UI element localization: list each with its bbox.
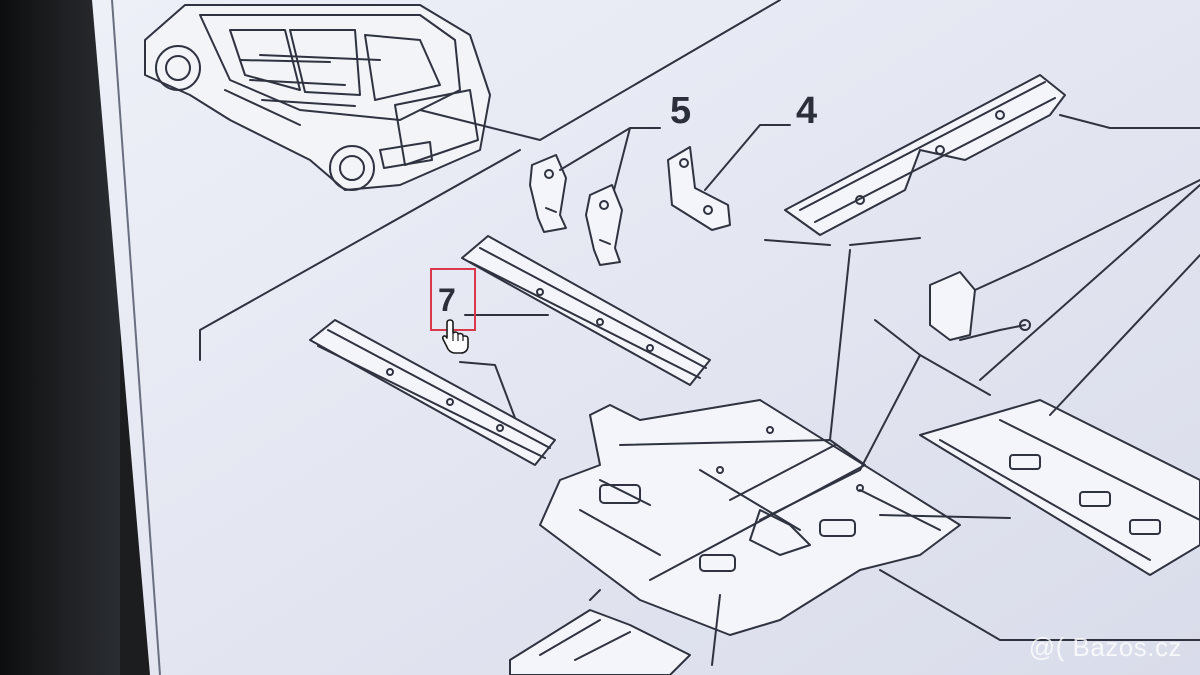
- part-5-brackets: [529, 127, 661, 266]
- callout-label-5: 5: [670, 90, 692, 132]
- rail-lower: [309, 319, 556, 466]
- car-illustration: [144, 4, 491, 191]
- crossmember-lower: [509, 589, 721, 675]
- callout-label-4: 4: [796, 90, 818, 132]
- rail-upper: [461, 235, 711, 386]
- mounting-bracket-with-pipe: [929, 179, 1200, 341]
- hand-pointer-cursor-icon: [441, 319, 469, 354]
- crossmember-upper: [764, 74, 1200, 246]
- part-4-bracket: [667, 124, 791, 231]
- callout-label-7[interactable]: 7: [438, 282, 456, 318]
- watermark-text: @( Bazos.cz: [1028, 632, 1182, 662]
- side-panel-right: [919, 184, 1200, 576]
- floor-pan: [539, 249, 1011, 636]
- monitor-bezel: [0, 0, 120, 675]
